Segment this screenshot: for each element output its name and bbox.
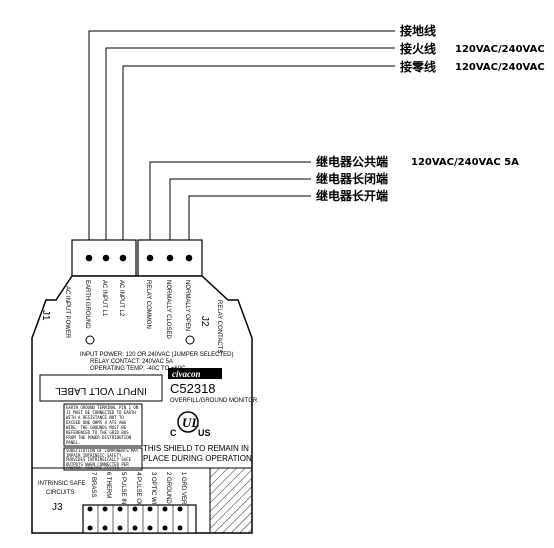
terminal-block-j2 (137, 239, 203, 277)
rating-line-3: OPERATING TEMP: -40C TO +60C (90, 366, 186, 372)
j2-pin-1: RELAY COMMON (145, 280, 151, 329)
callout-live-spec: 120VAC/240VAC (455, 44, 545, 55)
j2-ref: J2 (199, 316, 210, 327)
terminal-block-j3 (82, 504, 197, 534)
brand-text: civacon (172, 369, 201, 379)
input-volt-label-text: INPUT VOLT LABEL (55, 385, 147, 396)
warning-substitution-text: SUBSTITUTION OF COMPONENTS MAY IMPAIR IN… (66, 449, 139, 469)
j3-pin-1: 1 GRD VERIFY (180, 472, 186, 514)
callout-live-label: 接火线 (400, 41, 436, 56)
j3-pin-7: 7 BRASS (90, 472, 96, 497)
j1-ref: J1 (40, 310, 51, 321)
warning-box-ground (63, 403, 143, 447)
j1-mount-hole (85, 335, 95, 345)
j3-pin-5: 5 PULSE IN (120, 472, 126, 504)
j3-title-2: CIRCUITS (46, 490, 74, 496)
j1-pin-3: AC INPUT L2 (118, 280, 124, 317)
rating-line-2: RELAY CONTACT: 240VAC 5A (90, 359, 173, 365)
callout-line-ground (88, 30, 395, 256)
input-volt-label-box (39, 374, 163, 402)
rating-line-1: INPUT POWER: 120 OR 240VAC (JUMPER SELEC… (80, 352, 233, 358)
model-description: OVERFILL/GROUND MONITOR (170, 398, 258, 404)
callout-lines-relay (149, 161, 311, 256)
callout-neutral-label: 接零线 (400, 59, 436, 74)
j2-title: RELAY CONTACTS (216, 300, 222, 353)
callout-line-relay-no (188, 195, 311, 256)
warning-ground-text: EARTH GROUND TERMINAL PIN 1 ON J1 MUST B… (66, 405, 139, 445)
ul-listing-mark: UL C US (170, 411, 211, 438)
j3-title-1: INTRINSIC SAFE (38, 481, 85, 487)
callout-line-live (105, 47, 395, 256)
terminal-block-j1 (71, 239, 137, 277)
terminal-screw-l2 (119, 254, 127, 262)
callout-line-relay-nc (169, 178, 311, 256)
terminal-screw-nc (166, 254, 174, 262)
j1-pin-2: AC INPUT L1 (101, 280, 107, 317)
ul-c-text: C (170, 428, 177, 438)
shield-hatch-area (209, 467, 253, 534)
callout-relay-nc-label: 继电器长闭端 (316, 171, 388, 186)
callout-line-neutral (122, 65, 395, 256)
callout-line-relay-common (149, 161, 311, 256)
j3-pin-6: 6 THERM (105, 472, 111, 498)
warning-box-substitution (63, 447, 143, 471)
svg-text:UL: UL (182, 415, 199, 430)
callout-relay-no-label: 继电器长开端 (316, 188, 388, 203)
terminal-screw-l1 (102, 254, 110, 262)
callout-lines-power (88, 30, 395, 256)
brand-logo (168, 368, 222, 379)
terminal-screw-ground (85, 254, 93, 262)
j3-pin-4: 4 PULSE OUT (135, 472, 141, 511)
j1-pin-1: EARTH GROUND (84, 280, 90, 329)
j2-pin-3: NORMALLY OPEN (184, 280, 190, 331)
callout-ground-label: 接地线 (400, 23, 436, 38)
terminal-screw-common (146, 254, 154, 262)
callout-relay-common-label: 继电器公共端 (316, 154, 388, 169)
ul-us-text: US (198, 428, 211, 438)
model-number: C52318 (170, 381, 216, 396)
j2-pin-2: NORMALLY CLOSED (165, 280, 171, 339)
shield-notice-line-1: THIS SHIELD TO REMAIN IN (143, 444, 249, 453)
terminal-screw-no (185, 254, 193, 262)
callout-relay-common-spec: 120VAC/240VAC 5A (411, 157, 519, 168)
j1-title: AC INPUT POWER (64, 286, 70, 339)
j3-ref: J3 (52, 502, 63, 513)
j3-pin-2: 2 GROUND (165, 472, 171, 504)
j3-pin-3: 3 OPTIC WIRE (150, 472, 156, 513)
j2-mount-hole (185, 335, 195, 345)
callout-neutral-spec: 120VAC/240VAC (455, 62, 545, 73)
shield-notice-line-2: PLACE DURING OPERATION (143, 454, 252, 463)
